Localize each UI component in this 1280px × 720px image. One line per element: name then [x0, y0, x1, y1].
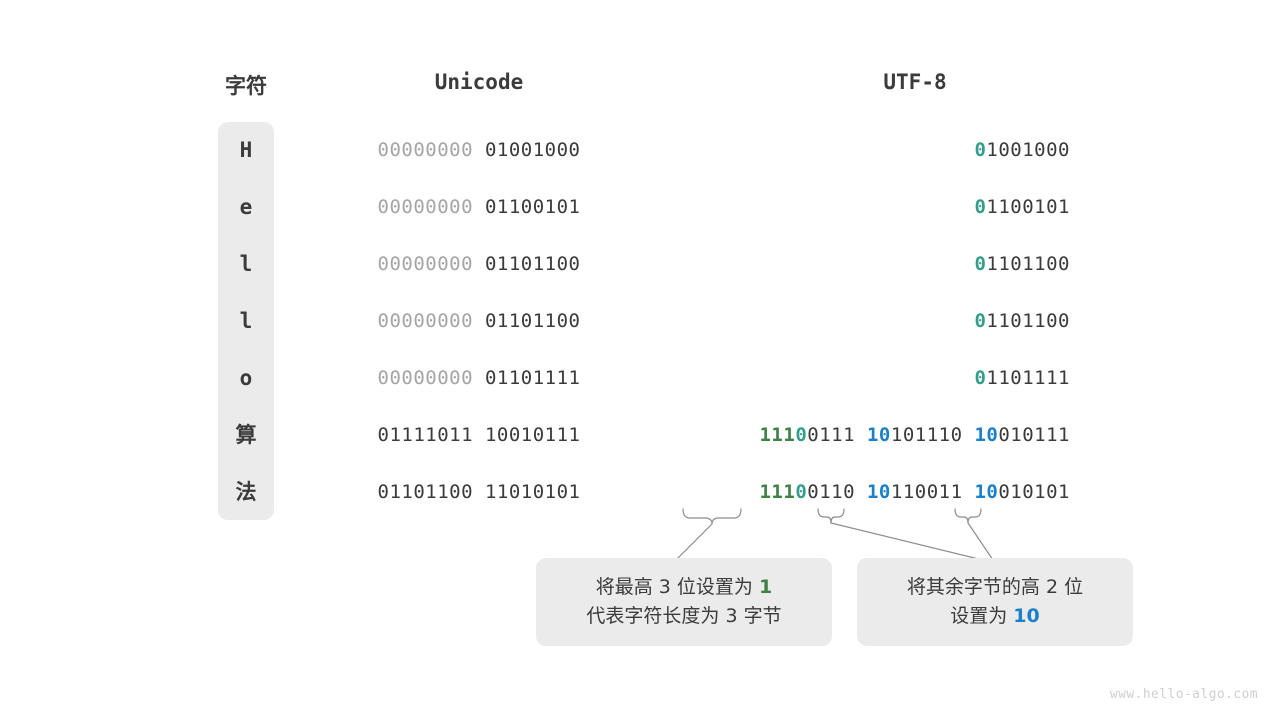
unicode-low-byte: 01100101: [484, 196, 581, 218]
utf8-bit-segment: [963, 424, 975, 446]
unicode-byte-separator: [473, 253, 485, 275]
unicode-byte-separator: [473, 139, 485, 161]
unicode-low-byte: 10010111: [484, 424, 581, 446]
utf8-bit-segment: 1101100: [986, 310, 1070, 332]
unicode-byte-separator: [473, 196, 485, 218]
column-header-character: 字符: [225, 74, 267, 98]
utf8-bit-segment: 111: [759, 481, 796, 503]
callout-left-line-1-text: 将最高 3 位设置为: [595, 575, 759, 598]
unicode-high-byte: 01101100: [377, 481, 474, 503]
utf8-bit-segment: 0110: [807, 481, 856, 503]
unicode-byte-separator: [473, 367, 485, 389]
character-cell: o: [239, 366, 253, 390]
utf8-bit-segment: 0: [974, 310, 987, 332]
utf8-bit-segment: 1001000: [986, 139, 1070, 161]
unicode-high-byte: 00000000: [377, 310, 474, 332]
unicode-low-byte: 01001000: [484, 139, 581, 161]
unicode-low-byte: 01101100: [484, 310, 581, 332]
column-header-utf8: UTF-8: [883, 70, 947, 94]
utf8-cell: 01001000: [660, 137, 1070, 163]
unicode-high-byte: 01111011: [377, 424, 474, 446]
character-cell: l: [239, 252, 253, 276]
utf8-bit-segment: 101110: [890, 424, 963, 446]
unicode-cell: 00000000 01101111: [340, 365, 618, 391]
callout-left-line-1: 将最高 3 位设置为 1: [596, 573, 772, 602]
utf8-bit-segment: 1100101: [986, 196, 1070, 218]
callout-left-highlight: 1: [758, 575, 773, 598]
callout-continuation-bytes: 将其余字节的高 2 位 设置为 10: [857, 558, 1133, 646]
character-cell: 法: [235, 480, 257, 504]
unicode-cell: 00000000 01101100: [340, 308, 618, 334]
utf8-bit-segment: 1101100: [986, 253, 1070, 275]
callout-right-line-2: 设置为 10: [950, 602, 1040, 631]
unicode-cell: 00000000 01100101: [340, 194, 618, 220]
character-cell: l: [239, 309, 253, 333]
utf8-cell: 11100110 10110011 10010101: [660, 479, 1070, 505]
utf8-bit-segment: 0: [795, 424, 808, 446]
utf8-bit-segment: [963, 481, 975, 503]
unicode-high-byte: 00000000: [377, 367, 474, 389]
utf8-bit-segment: 10: [974, 424, 999, 446]
utf8-bit-segment: 010111: [998, 424, 1070, 446]
utf8-cell: 01101100: [660, 251, 1070, 277]
watermark: www.hello-algo.com: [1109, 687, 1258, 702]
character-cell: H: [239, 138, 253, 162]
unicode-cell: 01111011 10010111: [340, 422, 618, 448]
utf8-cell: 01101100: [660, 308, 1070, 334]
callout-right-line-2-text: 设置为: [950, 605, 1014, 627]
utf8-bit-segment: 110011: [890, 481, 963, 503]
unicode-high-byte: 00000000: [377, 139, 474, 161]
utf8-cell: 11100111 10101110 10010111: [660, 422, 1070, 448]
utf8-bit-segment: 0: [974, 367, 987, 389]
brace-second-byte: [817, 508, 845, 524]
callout-left-line-2: 代表字符长度为 3 字节: [586, 605, 782, 627]
unicode-low-byte: 01101111: [484, 367, 581, 389]
utf8-bit-segment: 0: [795, 481, 808, 503]
utf8-bit-segment: 1101111: [986, 367, 1070, 389]
character-cell: 算: [235, 423, 257, 447]
utf8-bit-segment: 010101: [998, 481, 1070, 503]
utf8-bit-segment: 0: [974, 139, 987, 161]
unicode-byte-separator: [473, 310, 485, 332]
character-cell: e: [239, 195, 253, 219]
unicode-cell: 00000000 01101100: [340, 251, 618, 277]
leader-line-left: [675, 523, 713, 561]
unicode-high-byte: 00000000: [377, 196, 474, 218]
utf8-bit-segment: 10: [866, 424, 891, 446]
brace-third-byte: [954, 508, 982, 524]
utf8-bit-segment: 10: [974, 481, 999, 503]
utf8-bit-segment: [855, 424, 867, 446]
utf8-bit-segment: 111: [759, 424, 796, 446]
leader-line-right-b: [967, 522, 996, 564]
utf8-bit-segment: [855, 481, 867, 503]
unicode-low-byte: 01101100: [484, 253, 581, 275]
utf8-bit-segment: 10: [866, 481, 891, 503]
callout-right-line-1: 将其余字节的高 2 位: [906, 575, 1084, 598]
utf8-cell: 01101111: [660, 365, 1070, 391]
callout-first-byte: 将最高 3 位设置为 1 代表字符长度为 3 字节: [536, 558, 832, 646]
column-header-unicode: Unicode: [434, 70, 524, 94]
utf8-bit-segment: 0: [974, 196, 987, 218]
unicode-cell: 00000000 01001000: [340, 137, 618, 163]
character-column-pill: [218, 122, 274, 520]
unicode-low-byte: 11010101: [484, 481, 581, 503]
unicode-byte-separator: [473, 481, 485, 503]
unicode-cell: 01101100 11010101: [340, 479, 618, 505]
brace-first-byte: [682, 508, 742, 525]
utf8-bit-segment: 0111: [807, 424, 856, 446]
callout-right-highlight: 10: [1013, 605, 1040, 627]
unicode-high-byte: 00000000: [377, 253, 474, 275]
unicode-byte-separator: [473, 424, 485, 446]
utf8-cell: 01100101: [660, 194, 1070, 220]
utf8-bit-segment: 0: [974, 253, 987, 275]
leader-line-right-a: [830, 522, 996, 564]
